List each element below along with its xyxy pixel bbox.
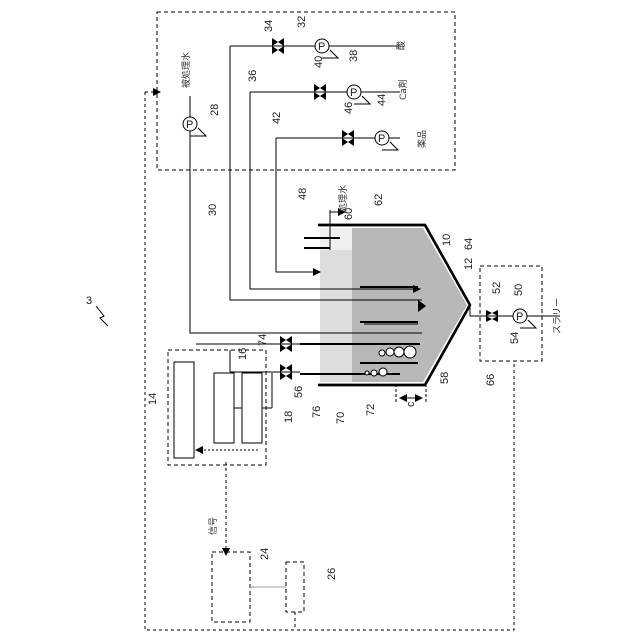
pump-50-glyph: P [516,311,523,323]
chemical-label: 薬品 [416,130,428,148]
box-16b [242,373,262,443]
pump-44-glyph: P [378,133,385,145]
label-70: 70 [335,412,347,424]
label-3: 3 [86,295,92,307]
label-38: 38 [348,50,360,62]
label-36: 36 [247,70,259,82]
label-62: 62 [373,194,385,206]
chemical-feed-enclosure [157,12,455,170]
label-44: 44 [376,94,388,106]
label-76: 76 [311,406,323,418]
controller-enclosure-18 [168,350,266,465]
box-14 [174,362,194,458]
label-64: 64 [463,238,475,250]
label-54: 54 [509,332,521,344]
pump-38-glyph: P [350,87,357,99]
pump-32-glyph: P [318,41,325,53]
label-58: 58 [439,372,451,384]
signal-label: 信号 [207,517,219,535]
label-14: 14 [147,393,159,405]
label-32: 32 [296,16,308,28]
c-dimension-label: c [405,401,417,407]
label-24: 24 [259,548,271,560]
label-30: 30 [207,204,219,216]
label-60: 60 [343,208,355,220]
label-12: 12 [463,258,475,270]
label-48: 48 [297,188,309,200]
label-52: 52 [491,282,503,294]
label-28: 28 [209,104,221,116]
label-56: 56 [293,386,305,398]
label-72: 72 [365,404,377,416]
label-34: 34 [263,20,275,32]
box-26 [286,562,304,612]
slurry-label: スラリー [552,298,563,334]
pipe-48 [276,138,320,272]
label-18: 18 [283,411,295,423]
pump-28-glyph: P [186,119,193,131]
raw-water-label: 被処理水 [180,52,192,88]
label-46: 46 [343,102,355,114]
box-24 [212,552,250,622]
ca-agent-label: Ca剤 [397,79,409,100]
label-40: 40 [313,56,325,68]
label-26: 26 [326,568,338,580]
label-42: 42 [271,112,283,124]
label-50: 50 [513,284,525,296]
label-10: 10 [441,234,453,246]
label-74: 74 [257,334,269,346]
box-16a [214,373,234,443]
label-66: 66 [485,374,497,386]
acid-label: 酸 [396,41,407,50]
label-16: 16 [237,348,249,360]
tank-zone-inner [352,228,467,382]
